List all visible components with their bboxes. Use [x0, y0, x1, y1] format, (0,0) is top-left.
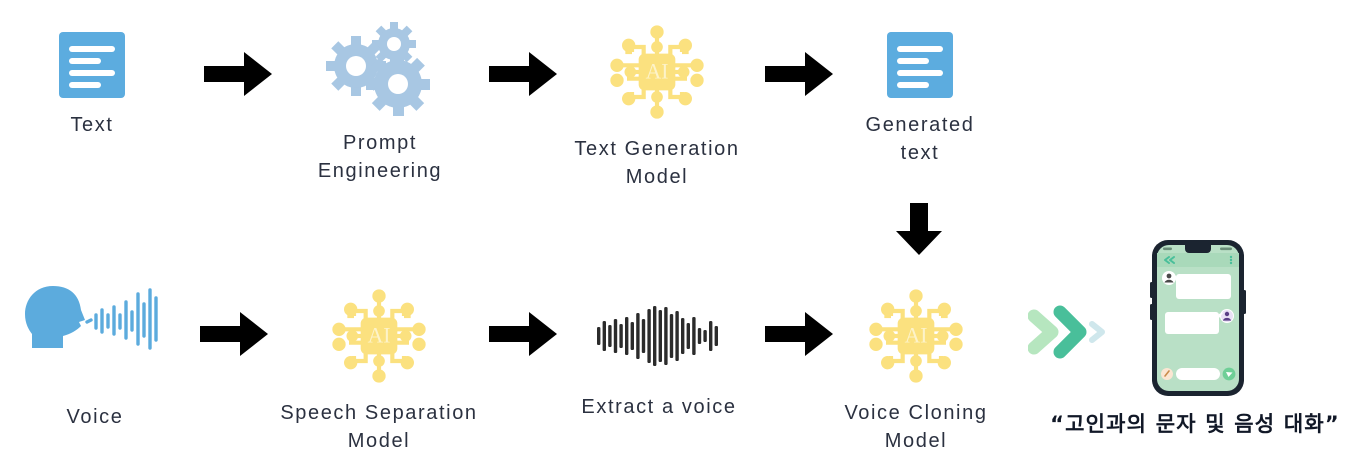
arrow-voice-to-separation: [200, 312, 268, 356]
arrow-text-to-prompt: [204, 52, 272, 96]
gears-icon: [324, 22, 436, 116]
ai-chip-icon: AI: [605, 22, 709, 122]
double-chevron-left-icon: [1164, 256, 1175, 264]
svg-text:AI: AI: [646, 60, 669, 84]
document-icon: [887, 32, 953, 98]
node-prompt-engineering-label: Prompt Engineering: [317, 132, 443, 182]
node-speech-separation-model-label: Speech Separation Model: [280, 402, 478, 452]
node-voice: Voice: [20, 282, 170, 432]
speaking-head-icon: [19, 282, 171, 356]
phone-mockup: [1150, 238, 1246, 398]
document-icon: [59, 32, 125, 98]
node-voice-cloning-model-label: Voice Cloning Model: [844, 402, 988, 452]
node-voice-cloning-model: AI Voice Cloning Model: [816, 286, 1016, 455]
node-speech-separation-model: AI Speech Separation Model: [272, 286, 486, 455]
svg-text:AI: AI: [905, 324, 928, 348]
node-generated-text-label: Generated text: [865, 114, 975, 164]
waveform-icon: [597, 286, 721, 386]
status-bar: [1163, 247, 1232, 251]
node-generated-text: Generated text: [850, 32, 990, 167]
arrow-prompt-to-model: [489, 52, 557, 96]
phone-caption: “고인과의 문자 및 음성 대화”: [1050, 412, 1340, 436]
arrow-extract-to-cloning: [765, 312, 833, 356]
node-extract-a-voice-label: Extract a voice: [581, 396, 737, 418]
arrow-separation-to-extract: [489, 312, 557, 356]
chevrons-to-phone: [1028, 302, 1112, 362]
node-prompt-engineering: Prompt Engineering: [292, 22, 468, 185]
node-text-generation-model: AI Text Generation Model: [556, 22, 758, 191]
node-voice-label: Voice: [66, 406, 124, 428]
node-text: Text: [28, 32, 156, 140]
node-extract-a-voice: Extract a voice: [558, 286, 760, 422]
arrow-generated-text-down: [896, 203, 942, 255]
arrow-model-to-generated: [765, 52, 833, 96]
ai-chip-icon: AI: [864, 286, 968, 386]
ai-chip-icon: AI: [327, 286, 431, 386]
vertical-dots-icon: [1229, 255, 1233, 265]
svg-text:AI: AI: [368, 324, 391, 348]
node-text-label: Text: [70, 114, 114, 136]
node-text-generation-model-label: Text Generation Model: [574, 138, 740, 188]
